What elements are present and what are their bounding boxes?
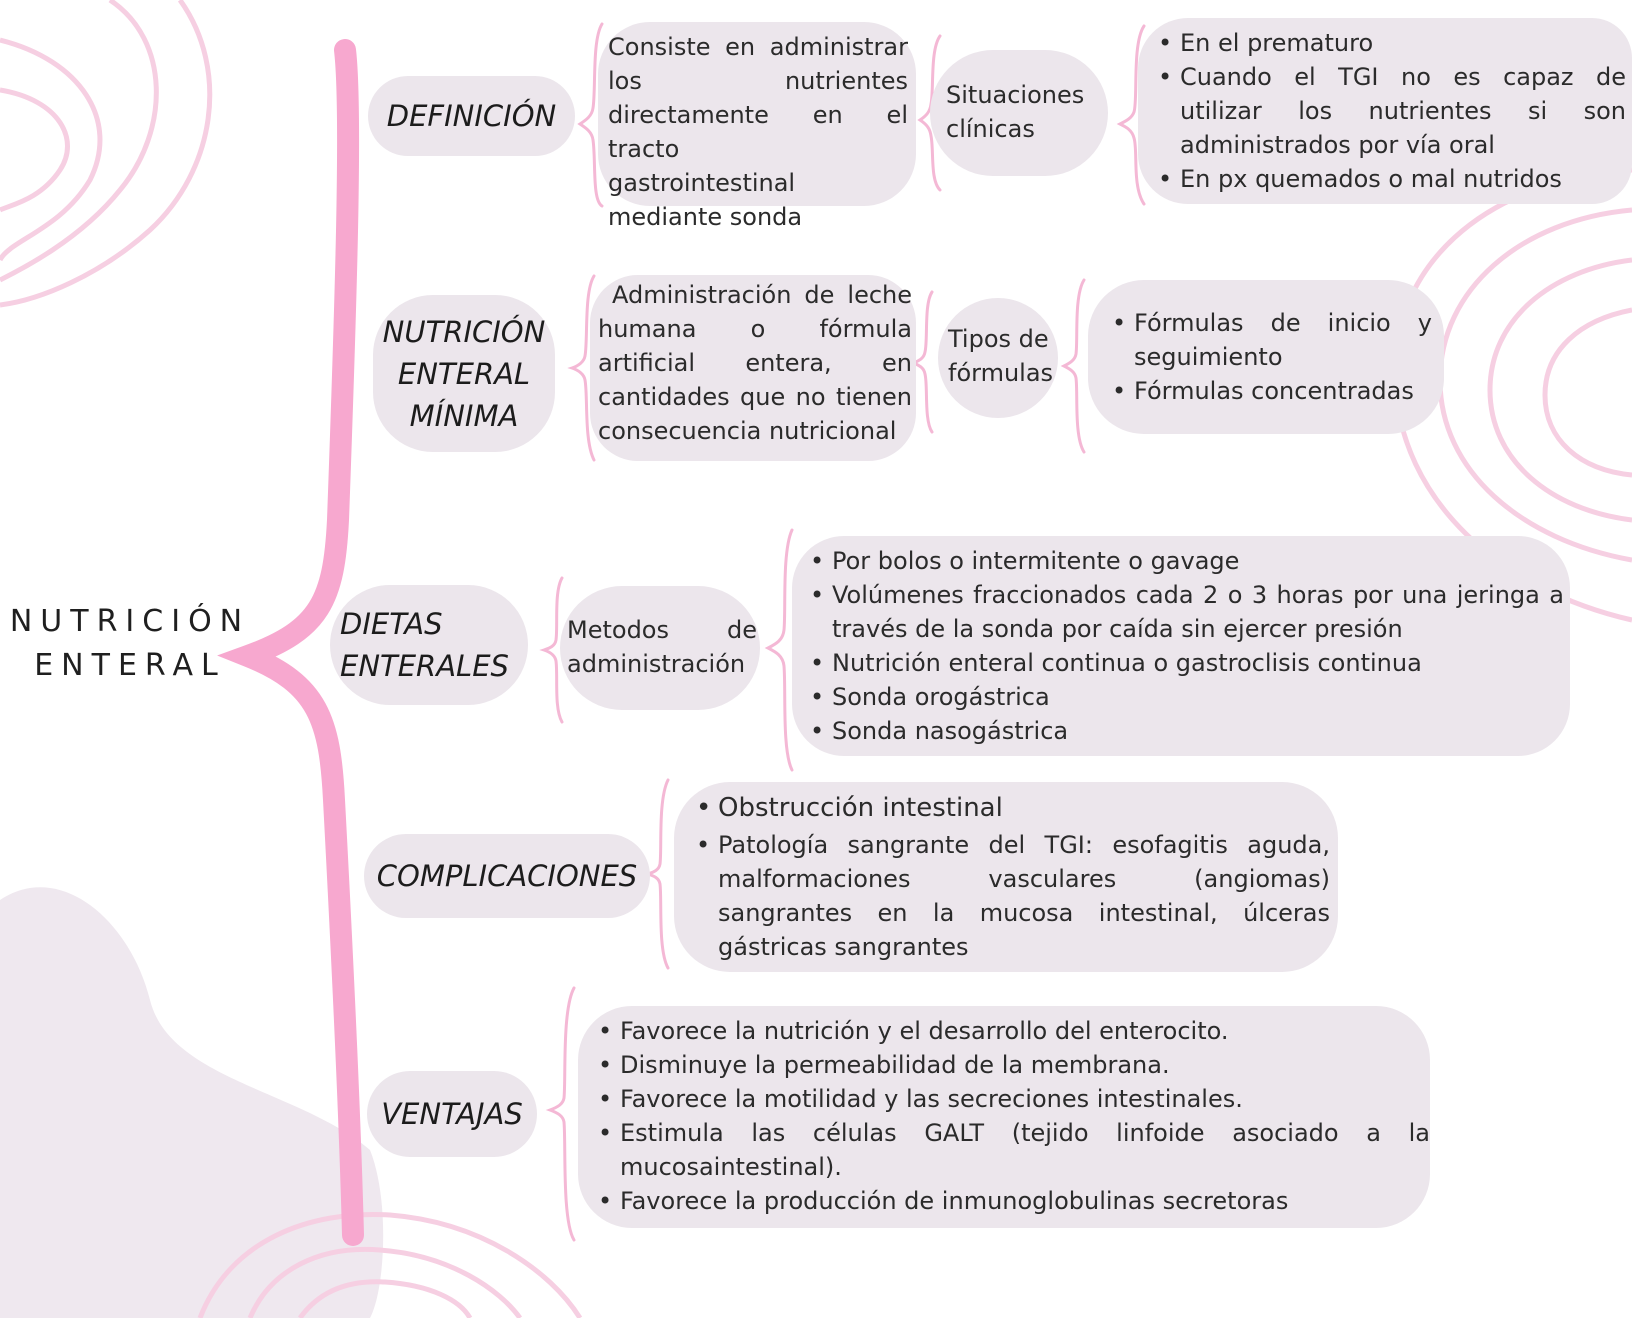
swirl-top-left: [0, 0, 213, 308]
minima-items: Fórmulas de inicio y seguimiento Fórmula…: [1106, 306, 1432, 408]
list-item: Favorece la motilidad y las secreciones …: [592, 1082, 1430, 1116]
minima-desc-line: artificial entera, en: [598, 349, 912, 377]
dietas-sublabel-pill: [560, 586, 760, 710]
dietas-sublabel-line: Metodos de: [567, 616, 757, 644]
list-item: Favorece la producción de inmunoglobulin…: [592, 1184, 1430, 1218]
minima-desc-line: Administración de leche: [612, 281, 912, 309]
minima-description-pill: [590, 275, 916, 461]
definicion-label-text: DEFINICIÓN: [386, 99, 557, 133]
list-item: Volúmenes fraccionados cada 2 o 3 horas …: [804, 578, 1564, 646]
minima-label-line: NUTRICIÓN: [382, 314, 546, 349]
ventajas-label-text: VENTAJAS: [381, 1097, 523, 1131]
dietas-label-line: ENTERALES: [340, 649, 509, 683]
minima-sublabel-line: fórmulas: [948, 359, 1054, 387]
definicion-items: En el prematuro Cuando el TGI no es capa…: [1152, 26, 1626, 196]
list-item: Patología sangrante del TGI: esofagitis …: [690, 828, 1330, 964]
definicion-desc-line: directamente en el tracto: [608, 101, 908, 163]
blob-shape: [0, 887, 384, 1318]
definicion-desc-line: Consiste en administrar: [608, 33, 908, 61]
complicaciones-items: Obstrucción intestinal Patología sangran…: [690, 788, 1330, 964]
definicion-sublabel-pill: [930, 50, 1108, 176]
dietas-label: DIETAS ENTERALES: [330, 585, 528, 705]
list-item: Por bolos o intermitente o gavage: [804, 544, 1564, 578]
minima-sublabel: Tipos de fórmulas: [948, 322, 1063, 390]
main-title-line2: ENTERAL: [34, 648, 226, 683]
list-item: Sonda orogástrica: [804, 680, 1564, 714]
ventajas-label: VENTAJAS: [367, 1071, 537, 1157]
definicion-sublabel-line: clínicas: [946, 115, 1035, 143]
minima-label-line: ENTERAL: [397, 356, 531, 391]
minima-desc-line: cantidades que no tienen: [598, 383, 912, 411]
definicion-desc-line: los nutrientes: [608, 67, 908, 95]
list-item: Obstrucción intestinal: [690, 788, 1330, 828]
definicion-label: DEFINICIÓN: [368, 76, 575, 156]
list-item: Disminuye la permeabilidad de la membran…: [592, 1048, 1430, 1082]
list-item: Fórmulas de inicio y seguimiento: [1106, 306, 1432, 374]
ventajas-items: Favorece la nutrición y el desarrollo de…: [592, 1014, 1430, 1218]
dietas-items: Por bolos o intermitente o gavage Volúme…: [804, 544, 1564, 748]
list-item: Cuando el TGI no es capaz de utilizar lo…: [1152, 60, 1626, 162]
complicaciones-label-text: COMPLICACIONES: [376, 859, 638, 893]
definicion-description-pill: [598, 22, 916, 206]
minima-label: NUTRICIÓN ENTERAL MÍNIMA: [373, 295, 555, 452]
dietas-label-line: DIETAS: [340, 607, 443, 641]
list-item: En el prematuro: [1152, 26, 1626, 60]
dietas-sublabel-line: administración: [567, 650, 746, 678]
main-bracket: [217, 39, 364, 1246]
list-item: En px quemados o mal nutridos: [1152, 162, 1626, 196]
minima-sublabel-line: Tipos de: [948, 325, 1049, 353]
minima-desc-line: humana o fórmula: [598, 315, 912, 343]
main-title: NUTRICIÓN ENTERAL: [0, 600, 260, 688]
list-item: Favorece la nutrición y el desarrollo de…: [592, 1014, 1430, 1048]
main-title-line1: NUTRICIÓN: [9, 604, 251, 639]
definicion-desc-line: gastrointestinal: [608, 169, 796, 197]
dietas-sublabel: Metodos de administración: [567, 613, 757, 681]
minima-desc-line: consecuencia nutricional: [598, 417, 897, 445]
complicaciones-label: COMPLICACIONES: [364, 834, 650, 918]
minima-description: Administración de leche humana o fórmula…: [598, 278, 912, 448]
swirl-bottom: [197, 1211, 583, 1318]
minima-sublabel-pill: [938, 298, 1058, 418]
list-item: Estimula las células GALT (tejido linfoi…: [592, 1116, 1430, 1184]
list-item: Sonda nasogástrica: [804, 714, 1564, 748]
minima-label-line: MÍNIMA: [409, 398, 519, 433]
definicion-sublabel-line: Situaciones: [946, 81, 1085, 109]
definicion-desc-line: mediante sonda: [608, 203, 803, 231]
list-item: Fórmulas concentradas: [1106, 374, 1432, 408]
definicion-sublabel: Situaciones clínicas: [946, 78, 1096, 146]
list-item: Nutrición enteral continua o gastroclisi…: [804, 646, 1564, 680]
definicion-description: Consiste en administrar los nutrientes d…: [608, 30, 908, 234]
